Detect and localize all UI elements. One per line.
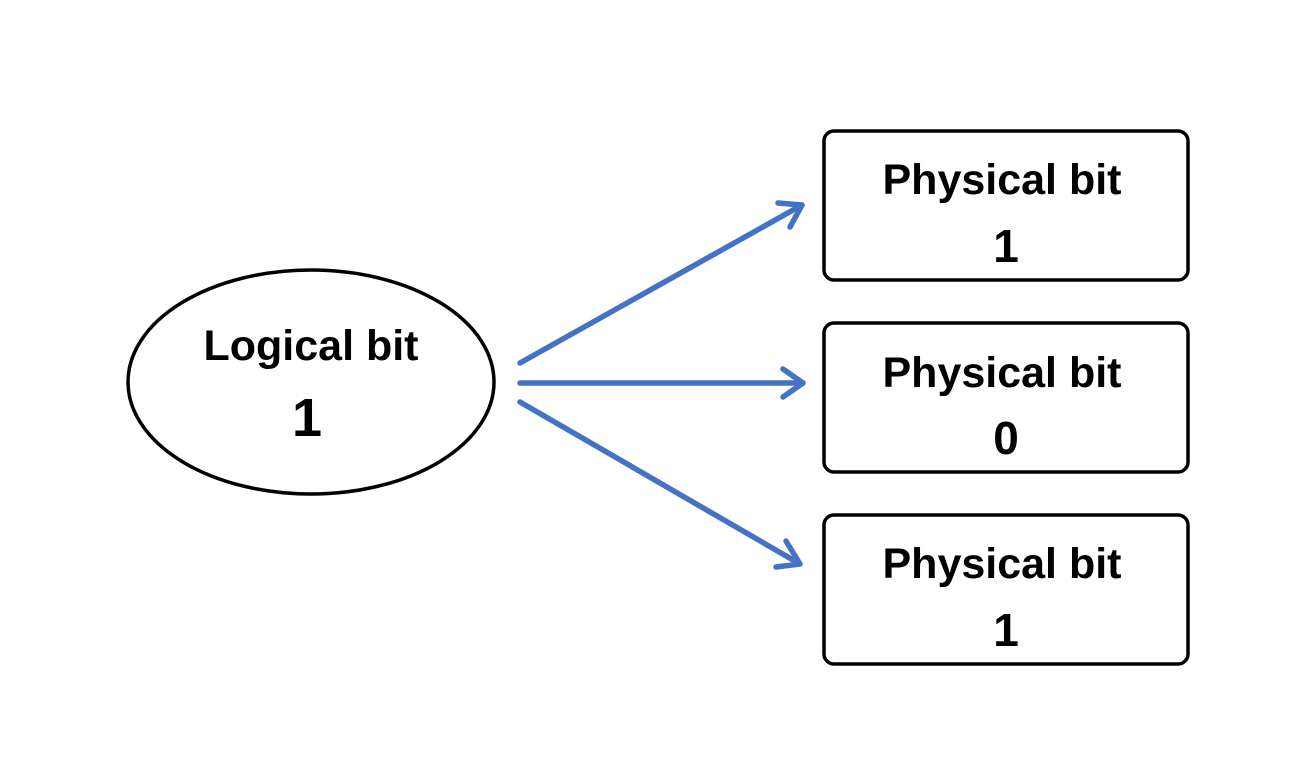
physical-bit-value: 1 bbox=[993, 220, 1019, 272]
arrow-to-physical-bit-2 bbox=[517, 366, 806, 400]
arrow-to-physical-bit-3 bbox=[517, 399, 803, 570]
physical-bit-box bbox=[822, 513, 1190, 666]
physical-bit-node-2: Physical bit 0 bbox=[822, 321, 1190, 474]
physical-bit-title: Physical bit bbox=[883, 349, 1122, 397]
physical-bit-box bbox=[822, 129, 1190, 282]
physical-bit-title: Physical bit bbox=[883, 540, 1122, 588]
arrows bbox=[517, 200, 806, 570]
logical-bit-ellipse bbox=[126, 268, 496, 496]
physical-bit-value: 1 bbox=[993, 604, 1019, 656]
physical-bit-value: 0 bbox=[993, 412, 1019, 464]
physical-bit-box bbox=[822, 321, 1190, 474]
logical-bit-value: 1 bbox=[292, 388, 322, 448]
physical-bit-node-1: Physical bit 1 bbox=[822, 129, 1190, 282]
logical-bit-title: Logical bit bbox=[204, 322, 419, 370]
physical-bit-node-3: Physical bit 1 bbox=[822, 513, 1190, 666]
arrow-to-physical-bit-1 bbox=[517, 200, 805, 366]
logical-bit-node: Logical bit 1 bbox=[126, 268, 496, 496]
physical-bit-title: Physical bit bbox=[883, 156, 1122, 204]
